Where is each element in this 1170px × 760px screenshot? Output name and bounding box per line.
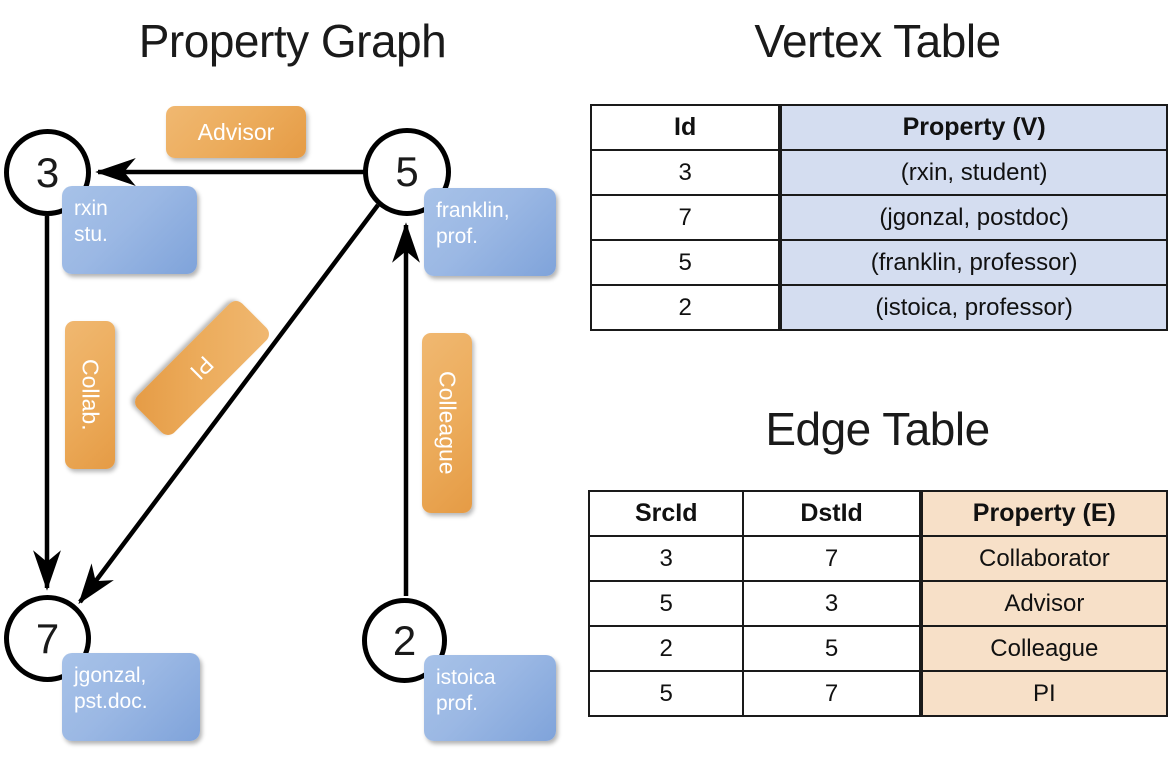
edge-cell-dstid: 3: [742, 580, 922, 627]
edge-cell-srcid: 3: [587, 535, 745, 582]
property-graph-diagram: 3 5 7 2 rxin stu. franklin, prof. jgonza…: [4, 106, 556, 741]
vertex-cell-id: 3: [589, 149, 782, 196]
graph-node-2[interactable]: 2: [362, 598, 447, 683]
edge-label-advisor: Advisor: [166, 106, 306, 158]
vertex-cell-property: (rxin, student): [778, 149, 1168, 196]
edge-header-property: Property (E): [918, 490, 1169, 537]
vertex-cell-property: (jgonzal, postdoc): [778, 194, 1168, 241]
vertex-cell-property: (franklin, professor): [778, 239, 1168, 286]
node-property-box-istoica: istoica prof.: [424, 655, 556, 741]
node-property-box-jgonzal: jgonzal, pst.doc.: [62, 653, 200, 741]
vertex-cell-id: 5: [589, 239, 782, 286]
graph-node-5[interactable]: 5: [363, 128, 451, 216]
node-property-line: jgonzal,: [74, 664, 147, 687]
vertex-cell-id: 7: [589, 194, 782, 241]
edge-cell-dstid: 5: [742, 625, 922, 672]
edge-cell-srcid: 5: [587, 670, 745, 717]
vertex-cell-property: (istoica, professor): [778, 284, 1168, 331]
edge-cell-dstid: 7: [742, 670, 922, 717]
edge-cell-dstid: 7: [742, 535, 922, 582]
page-title-property-graph: Property Graph: [138, 15, 447, 67]
edge-cell-property: PI: [918, 670, 1169, 717]
edge-cell-srcid: 5: [587, 580, 745, 627]
edge-table: SrcId DstId Property (E) 3 7 Collaborato…: [587, 490, 1169, 717]
table-row[interactable]: 5 3 Advisor: [587, 580, 1169, 627]
table-row[interactable]: 5 (franklin, professor): [589, 239, 1168, 286]
vertex-header-property: Property (V): [778, 104, 1168, 151]
node-property-line: istoica: [436, 666, 496, 689]
table-header-row: Id Property (V): [589, 104, 1168, 151]
node-property-box-rxin: rxin stu.: [62, 186, 197, 274]
vertex-header-id: Id: [589, 104, 782, 151]
node-property-line: stu.: [74, 222, 108, 246]
edge-label-collab: Collab.: [65, 321, 115, 469]
vertex-cell-id: 2: [589, 284, 782, 331]
node-property-box-franklin: franklin, prof.: [424, 188, 556, 276]
edge-label-colleague: Colleague: [422, 333, 472, 513]
graph-edges-layer: [33, 158, 420, 605]
edge-cell-srcid: 2: [587, 625, 745, 672]
table-row[interactable]: 5 7 PI: [587, 670, 1169, 717]
edge-5-to-7-pi: [78, 203, 380, 605]
edge-cell-property: Colleague: [918, 625, 1169, 672]
graph-node-2-label: 2: [392, 616, 417, 664]
page-title-edge-table: Edge Table: [765, 403, 990, 455]
table-row[interactable]: 3 (rxin, student): [589, 149, 1168, 196]
graph-node-3-label: 3: [35, 148, 60, 196]
node-property-line: pst.doc.: [74, 689, 148, 713]
table-row[interactable]: 3 7 Collaborator: [587, 535, 1169, 582]
graph-node-7-label: 7: [35, 614, 60, 662]
node-property-line: franklin,: [436, 199, 510, 222]
node-property-line: prof.: [436, 691, 479, 715]
edge-header-dstid: DstId: [742, 490, 922, 537]
vertex-table: Id Property (V) 3 (rxin, student) 7 (jgo…: [589, 104, 1168, 331]
table-row[interactable]: 2 (istoica, professor): [589, 284, 1168, 331]
page-title-vertex-table: Vertex Table: [754, 15, 1001, 67]
table-row[interactable]: 2 5 Colleague: [587, 625, 1169, 672]
node-property-line: prof.: [436, 224, 479, 248]
node-property-line: rxin: [74, 197, 108, 220]
edge-cell-property: Advisor: [918, 580, 1169, 627]
table-row[interactable]: 7 (jgonzal, postdoc): [589, 194, 1168, 241]
edge-cell-property: Collaborator: [918, 535, 1169, 582]
edge-header-srcid: SrcId: [587, 490, 745, 537]
table-header-row: SrcId DstId Property (E): [587, 490, 1169, 537]
graph-node-5-label: 5: [395, 148, 419, 195]
